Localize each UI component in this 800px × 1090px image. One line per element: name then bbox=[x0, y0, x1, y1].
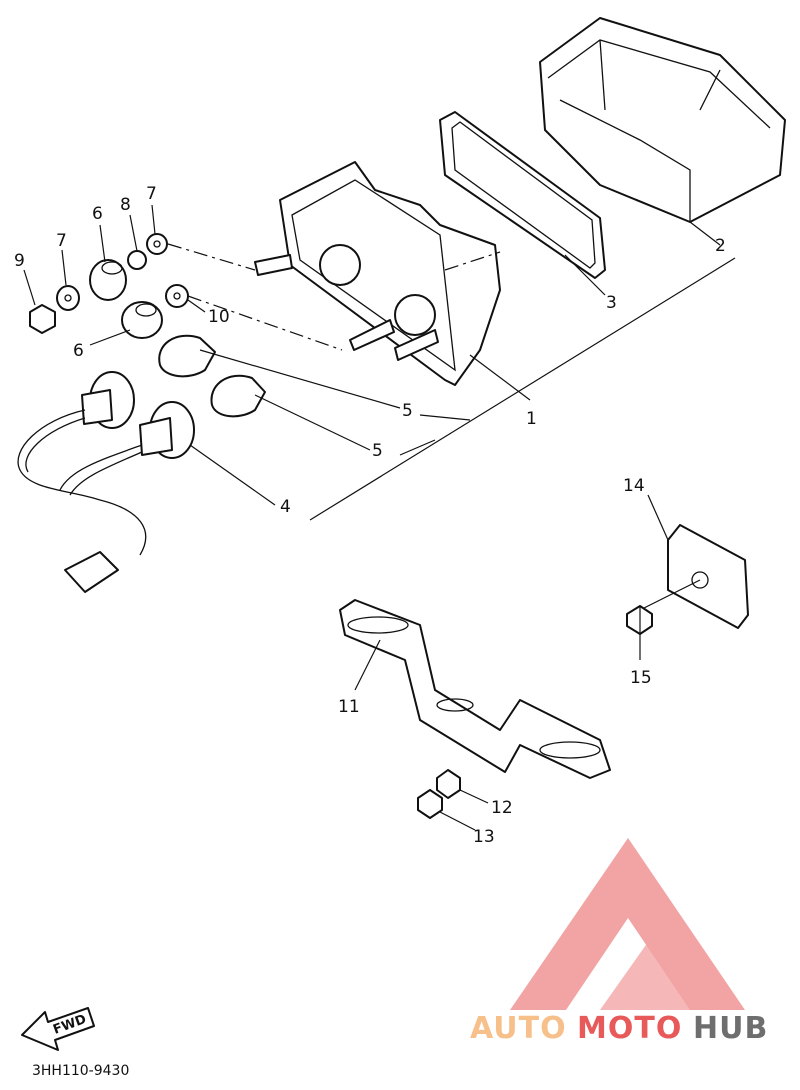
label-part-6-lower: 6 bbox=[73, 341, 84, 361]
label-part-13: 13 bbox=[473, 827, 495, 847]
part-2-lens bbox=[539, 17, 786, 223]
part-13-nut bbox=[417, 789, 443, 819]
part-5-bulb-lower bbox=[210, 374, 266, 418]
label-part-11: 11 bbox=[338, 697, 360, 717]
watermark-wordmark: AUTO MOTO HUB bbox=[470, 1011, 768, 1046]
watermark-text-hub: HUB bbox=[693, 1011, 768, 1046]
part-11-bracket bbox=[339, 599, 611, 779]
part-14-reflector bbox=[639, 524, 749, 629]
label-part-5-upper: 5 bbox=[402, 401, 413, 421]
label-part-15: 15 bbox=[630, 668, 652, 688]
label-part-12: 12 bbox=[491, 798, 513, 818]
label-part-14: 14 bbox=[623, 476, 645, 496]
part-12-nut bbox=[436, 769, 461, 799]
label-part-7-left: 7 bbox=[56, 231, 67, 251]
part-6-grommet-upper bbox=[89, 259, 127, 301]
part-5-bulb-upper bbox=[158, 334, 216, 378]
part-6-grommet-lower bbox=[121, 301, 163, 339]
label-part-10: 10 bbox=[208, 307, 230, 327]
part-4-socket-harness bbox=[17, 371, 195, 593]
label-part-8: 8 bbox=[120, 195, 131, 215]
fwd-arrow: FWD bbox=[21, 1007, 95, 1051]
part-7-washer-right bbox=[146, 233, 168, 255]
leader-lines bbox=[23, 204, 736, 831]
watermark-text-moto: MOTO bbox=[577, 1011, 682, 1046]
label-part-5-lower: 5 bbox=[372, 441, 383, 461]
label-part-6-upper: 6 bbox=[92, 204, 103, 224]
part-number-labels: 1 2 3 4 5 5 6 6 7 7 8 9 10 11 12 13 14 1… bbox=[14, 184, 726, 847]
assembly-lines bbox=[167, 243, 501, 351]
label-part-2: 2 bbox=[715, 236, 726, 256]
part-8-collar bbox=[127, 250, 147, 270]
part-9-nut bbox=[29, 304, 56, 334]
catalog-code: 3HH110-9430 bbox=[32, 1063, 129, 1079]
part-1-housing bbox=[254, 161, 501, 386]
label-part-7-right: 7 bbox=[146, 184, 157, 204]
part-7-washer-left bbox=[56, 285, 80, 311]
part-10-washer bbox=[165, 284, 189, 308]
watermark-text-auto: AUTO bbox=[470, 1011, 567, 1046]
label-part-3: 3 bbox=[606, 293, 617, 313]
part-3-gasket bbox=[439, 111, 606, 279]
label-part-1: 1 bbox=[526, 409, 537, 429]
watermark-logo-mark bbox=[510, 838, 745, 1010]
label-part-4: 4 bbox=[280, 497, 291, 517]
label-part-9: 9 bbox=[14, 251, 25, 271]
